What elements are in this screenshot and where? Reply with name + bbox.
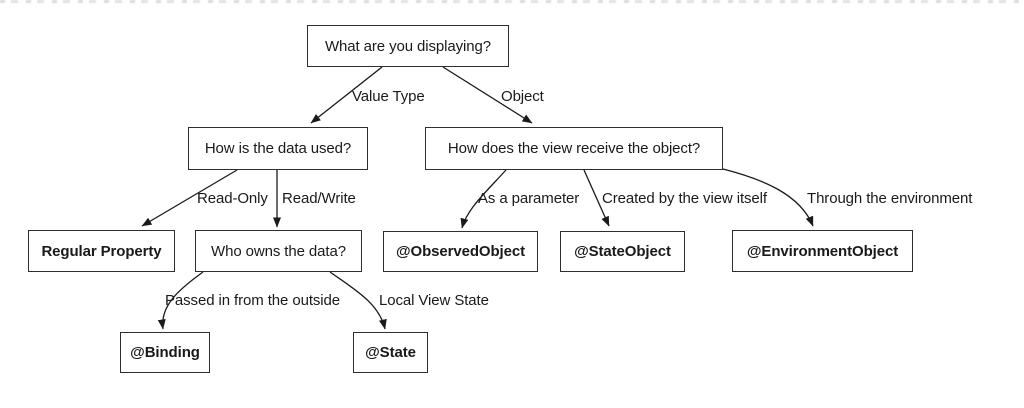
edge-label-passed-in-from-outside: Passed in from the outside	[165, 292, 340, 309]
node-observed-object: @ObservedObject	[383, 231, 538, 272]
node-how-receive: How does the view receive the object?	[425, 127, 723, 170]
node-environment-object: @EnvironmentObject	[732, 230, 913, 272]
edge-label-as-a-parameter: As a parameter	[478, 190, 580, 207]
edge-who-owns-to-binding	[157, 271, 204, 330]
node-state-object: @StateObject	[560, 231, 685, 272]
edge-root-to-how-used	[310, 66, 383, 124]
edge-label-local-view-state: Local View State	[379, 292, 489, 309]
edge-how-receive-to-state-object	[583, 169, 610, 227]
node-how-used: How is the data used?	[188, 127, 368, 170]
node-binding: @Binding	[120, 332, 210, 373]
top-edge-noise-artifact	[0, 0, 1024, 3]
edge-label-read-write: Read/Write	[282, 190, 356, 207]
edge-how-receive-to-environment-object	[722, 168, 814, 227]
edge-label-read-only: Read-Only	[197, 190, 268, 207]
edge-label-value-type: Value Type	[352, 88, 425, 105]
node-state: @State	[353, 332, 428, 373]
node-regular-property: Regular Property	[28, 230, 175, 272]
edge-label-created-by-view-itself: Created by the view itself	[602, 190, 767, 207]
edge-root-to-how-receive	[442, 66, 533, 124]
edge-how-receive-to-observed-object	[460, 169, 507, 229]
node-root: What are you displaying?	[307, 25, 509, 67]
edge-how-used-to-regular-property	[141, 169, 238, 227]
edge-label-through-the-environment: Through the environment	[807, 190, 973, 207]
edge-label-object: Object	[501, 88, 544, 105]
edge-who-owns-to-state	[329, 271, 387, 330]
node-who-owns: Who owns the data?	[195, 230, 362, 272]
